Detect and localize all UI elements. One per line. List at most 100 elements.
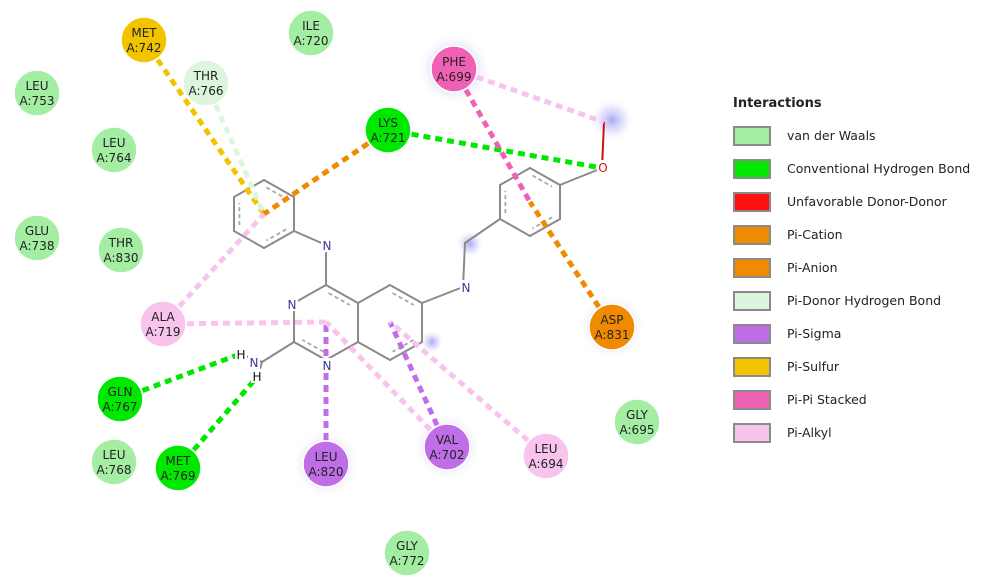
legend-item-pi-alkyl: Pi-Alkyl — [733, 416, 995, 449]
ligand-bond — [325, 341, 359, 361]
ligand-bond — [499, 218, 531, 237]
legend-item-pi-donor-hbond: Pi-Donor Hydrogen Bond — [733, 284, 995, 317]
legend-label: Pi-Pi Stacked — [787, 392, 867, 407]
aromatic-bond — [328, 292, 351, 306]
atom-label-n2: N — [288, 298, 297, 312]
residue-id: A:831 — [595, 328, 630, 342]
ligand-bond — [325, 284, 359, 304]
residue-name: LEU — [534, 442, 557, 456]
residue-id: A:830 — [104, 251, 139, 265]
atom-mask — [597, 160, 609, 174]
residue-circle — [90, 438, 138, 486]
atom-label-n1: N — [323, 239, 332, 253]
residue-name: LEU — [314, 450, 337, 464]
residue-id: A:720 — [294, 34, 329, 48]
interaction-pi-alkyl — [161, 212, 266, 326]
residue-id: A:768 — [97, 463, 132, 477]
atom-mask — [286, 297, 298, 311]
legend-item-pi-pi-stacked: Pi-Pi Stacked — [733, 383, 995, 416]
aromatic-bond — [532, 174, 553, 188]
legend-label: Pi-Sulfur — [787, 359, 840, 374]
interaction-conventional-hbond — [176, 374, 260, 470]
residue-id: A:721 — [371, 131, 406, 145]
legend-label: Conventional Hydrogen Bond — [787, 161, 971, 176]
residue-name: PHE — [442, 55, 466, 69]
residue-name: THR — [108, 236, 134, 250]
residue-circle — [90, 126, 138, 174]
residue-circle — [182, 59, 230, 107]
solvent-glow — [456, 230, 484, 258]
residue-id: A:702 — [430, 448, 465, 462]
interaction-pi-alkyl — [324, 320, 449, 449]
residue-name: LYS — [378, 116, 398, 130]
ligand-bond — [357, 284, 391, 304]
aromatic-bond — [392, 292, 415, 306]
residue-name: ILE — [302, 19, 320, 33]
residue-circle — [97, 226, 145, 274]
legend-swatch — [733, 290, 771, 311]
atom-label-h1: H — [236, 348, 245, 362]
residue-name: VAL — [436, 433, 459, 447]
residue-circle — [383, 529, 431, 577]
legend-label: van der Waals — [787, 128, 876, 143]
legend-swatch — [733, 191, 771, 212]
interaction-pi-alkyl — [388, 320, 548, 458]
ligand-bond — [529, 218, 561, 237]
legend-label: Pi-Cation — [787, 227, 843, 242]
legend-swatch — [733, 257, 771, 278]
residue-name: GLY — [396, 539, 418, 553]
residue-name: LEU — [102, 136, 125, 150]
residue-name: MET — [131, 26, 157, 40]
legend-item-pi-cation: Pi-Cation — [733, 218, 995, 251]
ligand-bond — [357, 341, 391, 361]
ligand-bond — [261, 341, 295, 363]
residue-id: A:753 — [20, 94, 55, 108]
interaction-pi-sigma — [387, 320, 450, 449]
aromatic-bond — [266, 228, 287, 242]
interaction-pi-anion — [527, 200, 615, 329]
legend-label: Pi-Anion — [787, 260, 838, 275]
residue-circle — [139, 300, 187, 348]
residue-name: LEU — [102, 448, 125, 462]
residue-circle — [364, 106, 412, 154]
residue-id: A:767 — [103, 400, 138, 414]
residue-name: MET — [165, 454, 191, 468]
atom-label-n4: N — [250, 356, 259, 370]
atom-label-o1: O — [598, 161, 607, 175]
legend-swatch — [733, 389, 771, 410]
interaction-pi-pi-stacked — [451, 67, 533, 204]
legend-swatch — [733, 125, 771, 146]
atom-mask — [248, 355, 260, 369]
legend-label: Pi-Donor Hydrogen Bond — [787, 293, 942, 308]
interaction-pi-alkyl — [162, 319, 327, 327]
residue-id: A:695 — [620, 423, 655, 437]
interaction-conventional-hbond — [119, 351, 241, 402]
atom-mask — [251, 369, 263, 383]
residue-circle — [287, 9, 335, 57]
interaction-lines — [119, 38, 615, 470]
legend-item-unfavorable-donor-donor: Unfavorable Donor-Donor — [733, 185, 995, 218]
solvent-glow — [420, 330, 444, 354]
